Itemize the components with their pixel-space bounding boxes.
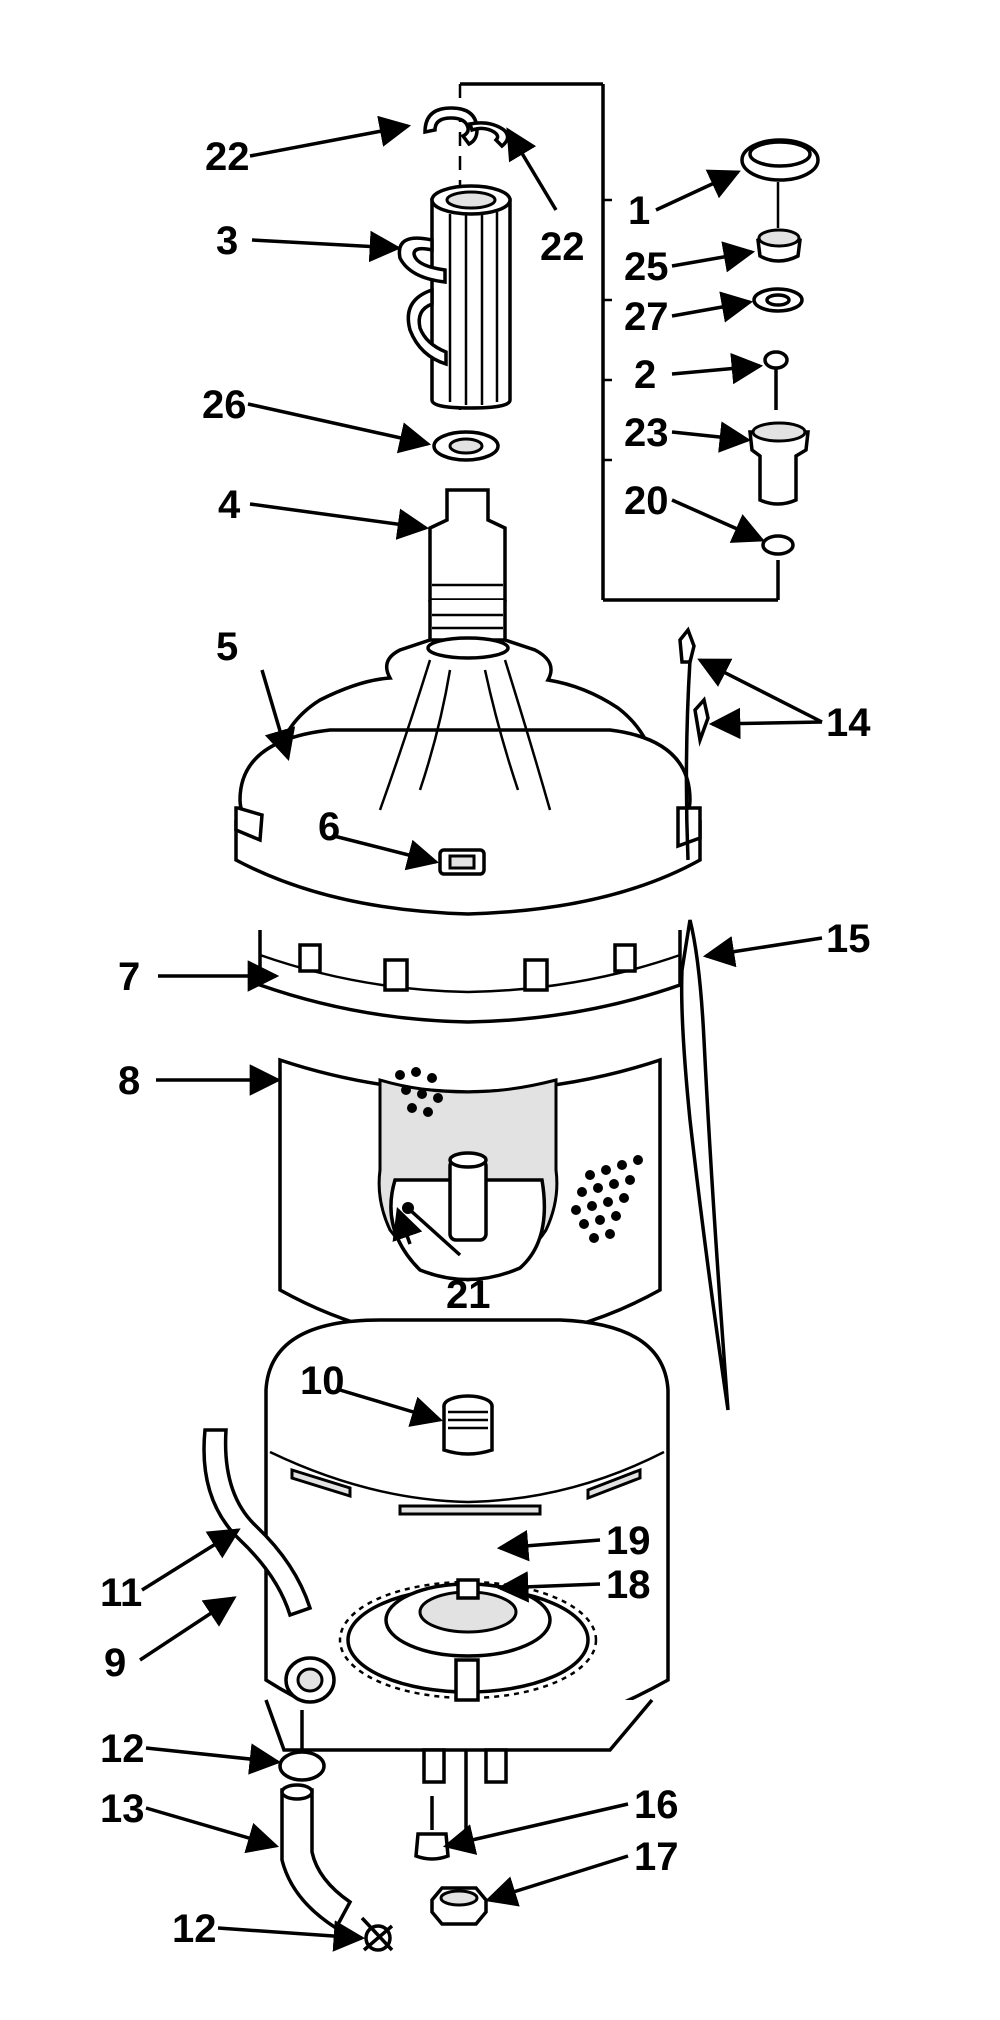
part-strap <box>679 919 730 1411</box>
part-o-ring <box>761 534 795 556</box>
callout-20: 20 <box>624 479 669 523</box>
part-hex-nut <box>430 1886 488 1926</box>
callout-27: 27 <box>624 295 669 339</box>
part-bottom-tabs <box>422 1748 508 1830</box>
callout-5: 5 <box>216 625 238 669</box>
part-bolt <box>414 1796 450 1861</box>
callout-21: 21 <box>446 1273 491 1317</box>
part-auger <box>397 184 512 410</box>
callout-25: 25 <box>624 245 669 289</box>
part-clip <box>423 106 510 149</box>
basket-holes <box>395 1067 643 1243</box>
callout-12: 12 <box>100 1727 145 1771</box>
callout-3: 3 <box>216 219 238 263</box>
callout-17: 17 <box>634 1835 679 1879</box>
callout-22: 22 <box>540 225 585 269</box>
part-plug <box>438 848 486 876</box>
callout-2: 2 <box>634 353 656 397</box>
callout-labels: 22 22 3 26 4 5 6 7 8 21 10 11 9 12 13 12… <box>100 135 871 1951</box>
part-nut <box>756 228 802 263</box>
callout-8: 8 <box>118 1059 140 1103</box>
callout-7: 7 <box>118 955 140 999</box>
part-clip-pair <box>678 626 710 861</box>
part-balance-ring <box>258 930 682 1024</box>
callout-9: 9 <box>104 1641 126 1685</box>
part-drain-port <box>284 1656 336 1704</box>
part-tub-hub <box>442 1394 494 1456</box>
callout-14: 14 <box>826 701 871 745</box>
part-tub-cover <box>234 636 702 916</box>
part-drive-shaft <box>428 488 507 647</box>
callout-15: 15 <box>826 917 871 961</box>
callout-6: 6 <box>318 805 340 849</box>
leader-lines <box>139 115 823 1952</box>
part-small-bolt <box>763 350 789 410</box>
part-spin-basket <box>278 1057 662 1344</box>
callout-13: 13 <box>100 1787 145 1831</box>
part-washer <box>752 287 804 313</box>
callout-10: 10 <box>300 1359 345 1403</box>
part-bushing <box>748 421 810 506</box>
part-seal-ring <box>432 430 500 462</box>
callout-11: 11 <box>100 1571 142 1615</box>
part-hose <box>202 1428 313 1618</box>
callout-19: 19 <box>606 1519 651 1563</box>
callout-26: 26 <box>202 383 247 427</box>
callout-12: 12 <box>172 1907 217 1951</box>
callout-4: 4 <box>218 483 241 527</box>
callout-22: 22 <box>205 135 250 179</box>
callout-18: 18 <box>606 1563 651 1607</box>
part-cap <box>740 138 820 182</box>
callout-1: 1 <box>628 189 650 233</box>
callout-23: 23 <box>624 411 669 455</box>
part-drain-elbow <box>280 1783 353 1931</box>
part-hose-clamp-lower <box>360 1916 394 1952</box>
callout-16: 16 <box>634 1783 679 1827</box>
